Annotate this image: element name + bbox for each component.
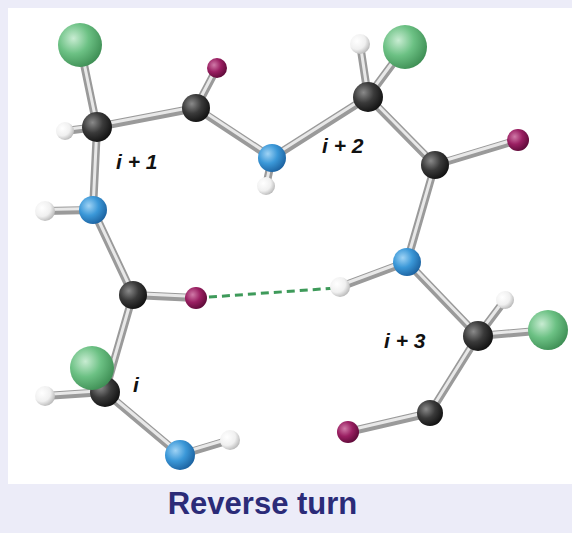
- atom: [35, 386, 55, 406]
- atom: [82, 112, 112, 142]
- atom: [353, 82, 383, 112]
- hydrogen-bond: [196, 288, 336, 298]
- atom: [393, 248, 421, 276]
- atom: [463, 321, 493, 351]
- atoms: [35, 23, 568, 470]
- atom: [350, 34, 370, 54]
- bond-highlight: [407, 261, 478, 335]
- atom: [528, 310, 568, 350]
- atom: [165, 440, 195, 470]
- residue-label: i + 3: [384, 329, 425, 353]
- atom: [58, 23, 102, 67]
- atom: [207, 58, 227, 78]
- atom: [119, 281, 147, 309]
- atom: [417, 400, 443, 426]
- bond-highlight: [97, 107, 196, 126]
- atom: [35, 201, 55, 221]
- residue-label: i: [133, 373, 139, 397]
- atom: [330, 277, 350, 297]
- atom: [257, 177, 275, 195]
- atom: [79, 196, 107, 224]
- atom: [182, 94, 210, 122]
- atom: [56, 122, 74, 140]
- bonds: [45, 43, 548, 456]
- caption: Reverse turn: [0, 486, 525, 522]
- atom: [507, 129, 529, 151]
- residue-label: i + 2: [322, 134, 363, 158]
- atom: [220, 430, 240, 450]
- panel: [8, 8, 572, 484]
- atom: [337, 421, 359, 443]
- atom: [70, 346, 114, 390]
- atom: [496, 291, 514, 309]
- residue-label: i + 1: [116, 150, 157, 174]
- atom: [383, 25, 427, 69]
- atom: [185, 287, 207, 309]
- atom: [421, 151, 449, 179]
- atom: [258, 144, 286, 172]
